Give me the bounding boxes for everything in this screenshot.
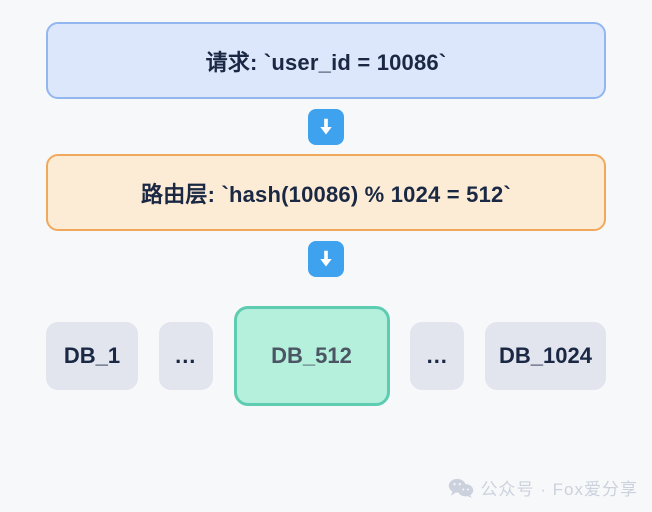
watermark: 公众号 · Fox爱分享: [448, 475, 638, 500]
wechat-icon: [448, 478, 474, 498]
shard-label: DB_512: [271, 343, 352, 368]
stage-router-label: 路由层: `hash(10086) % 1024 = 512`: [141, 181, 511, 207]
shard-db-512: DB_512: [233, 306, 390, 406]
shard-row: DB_1 ... DB_512 ... DB_1024: [46, 306, 606, 406]
connector-2: [308, 231, 344, 286]
stage-router-box: 路由层: `hash(10086) % 1024 = 512`: [46, 154, 606, 231]
shard-label: DB_1: [63, 343, 121, 368]
arrow-down-icon: [308, 240, 344, 277]
watermark-text: 公众号 · Fox爱分享: [480, 480, 638, 499]
shard-label: ...: [175, 343, 197, 368]
shard-db-1024: DB_1024: [485, 322, 606, 390]
stage-request-box: 请求: `user_id = 10086`: [46, 22, 606, 99]
shard-label: ...: [426, 343, 448, 368]
stage-request-label: 请求: `user_id = 10086`: [205, 49, 447, 75]
shard-label: DB_1024: [499, 343, 592, 368]
shard-db-1: DB_1: [46, 322, 138, 390]
connector-1: [308, 99, 344, 154]
shard-ellipsis-right: ...: [410, 322, 465, 390]
arrow-down-icon: [308, 108, 344, 145]
shard-ellipsis-left: ...: [158, 322, 213, 390]
